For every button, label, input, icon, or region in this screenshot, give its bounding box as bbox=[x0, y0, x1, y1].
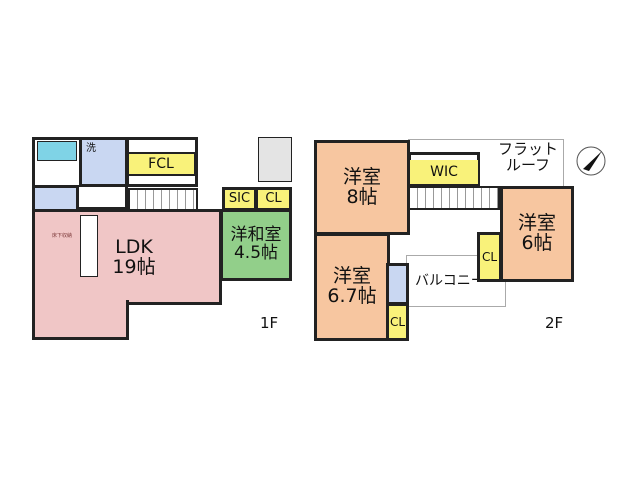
fcl-label: FCL bbox=[148, 155, 174, 172]
kitchen-counter bbox=[80, 215, 98, 277]
bedroom-6-label: 洋室 6帖 bbox=[503, 189, 571, 279]
bedroom-6-7-size: 6.7帖 bbox=[327, 285, 377, 307]
cl-label-1f: CL bbox=[265, 191, 282, 207]
bedroom-8: 洋室 8帖 bbox=[314, 140, 410, 235]
balcony-label: バルコニー bbox=[415, 273, 485, 289]
bedroom-6-size: 6帖 bbox=[521, 232, 553, 254]
underfloor-storage-label: 床下収納 bbox=[52, 233, 73, 239]
cl-closet-2f-b: CL bbox=[477, 232, 502, 282]
bedroom-6: 洋室 6帖 bbox=[500, 186, 574, 282]
bedroom-6-7-name: 洋室 bbox=[332, 265, 371, 288]
ldk-name: LDK bbox=[115, 236, 153, 258]
washitsu-size: 4.5帖 bbox=[233, 243, 279, 263]
bathtub bbox=[37, 141, 77, 161]
stairs-2f bbox=[408, 186, 500, 210]
washitsu-name: 洋和室 bbox=[230, 225, 282, 246]
flat-roof-line-1: フラット bbox=[498, 140, 559, 158]
washitsu-label: 洋和室 4.5帖 bbox=[223, 212, 289, 278]
compass-north-icon bbox=[576, 146, 606, 176]
washroom-label: 洗 bbox=[86, 143, 96, 154]
wic-closet: WIC bbox=[410, 160, 478, 184]
bedroom-8-size: 8帖 bbox=[346, 185, 378, 208]
bedroom-8-name: 洋室 bbox=[342, 165, 381, 188]
bedroom-8-label: 洋室 8帖 bbox=[317, 143, 407, 232]
ldk-room-lower bbox=[32, 300, 129, 340]
cl-closet-2f-a: CL bbox=[386, 303, 409, 341]
sic-label: SIC bbox=[228, 191, 251, 207]
bedroom-6-7: 洋室 6.7帖 bbox=[314, 233, 390, 341]
bedroom-6-name: 洋室 bbox=[517, 212, 556, 235]
ldk-wall bbox=[126, 302, 222, 305]
ldk-label: LDK 19帖 bbox=[104, 236, 164, 278]
floor-2-label: 2F bbox=[545, 314, 564, 332]
flat-roof-line-2: ルーフ bbox=[505, 155, 551, 174]
cl-label-2f-b: CL bbox=[481, 249, 498, 264]
toilet-1f bbox=[32, 185, 79, 212]
floor-1-label: 1F bbox=[260, 314, 279, 332]
washroom: 洗 bbox=[79, 137, 128, 187]
wic-label: WIC bbox=[430, 163, 458, 180]
bedroom-6-7-label: 洋室 6.7帖 bbox=[317, 236, 387, 338]
washitsu-room: 洋和室 4.5帖 bbox=[220, 209, 292, 281]
toilet-2f bbox=[386, 263, 409, 305]
wic-frame bbox=[408, 152, 480, 186]
flat-roof-label: フラット ルーフ bbox=[498, 140, 559, 174]
sic-closet: SIC bbox=[222, 187, 257, 211]
cl-closet-1f: CL bbox=[255, 187, 292, 211]
entrance bbox=[258, 137, 292, 182]
ldk-size: 19帖 bbox=[112, 255, 156, 278]
cl-label-2f-a: CL bbox=[389, 314, 406, 329]
fcl-frame bbox=[126, 137, 198, 187]
